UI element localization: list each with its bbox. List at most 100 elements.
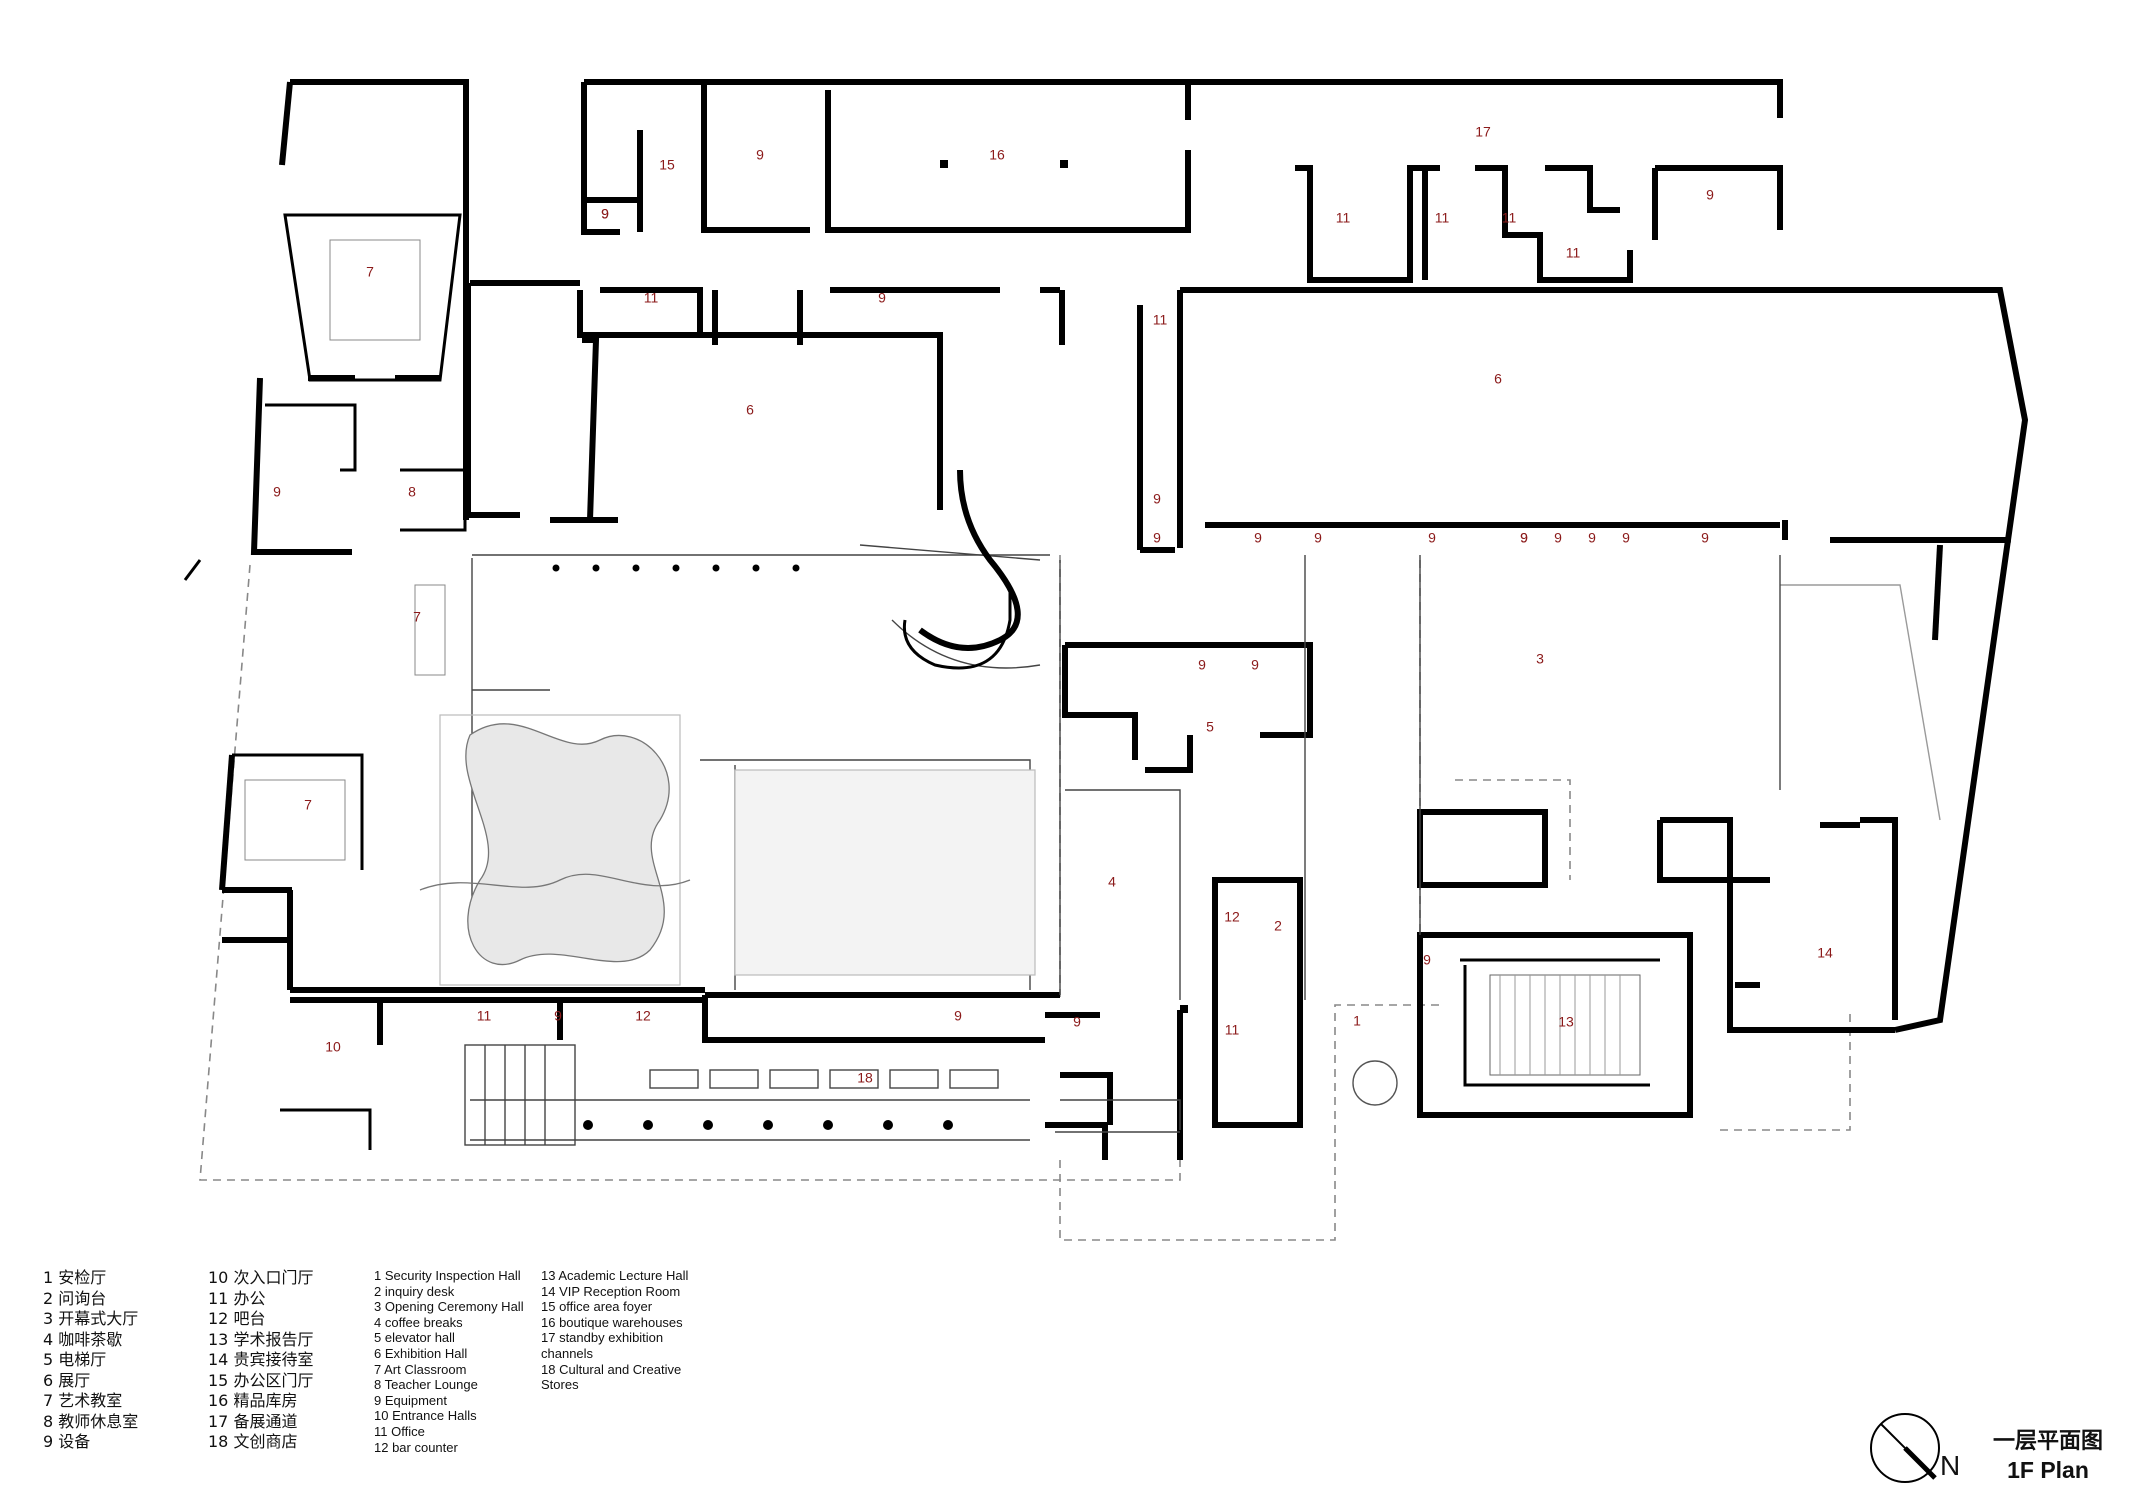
legend-cn-column-1: 1 安检厅 2 问询台 3 开幕式大厅 4 咖啡茶歇 5 电梯厅 6 展厅 7 … bbox=[43, 1268, 138, 1453]
legend-item: 5 elevator hall bbox=[374, 1330, 455, 1346]
legend-item: 16 boutique warehouses bbox=[541, 1314, 683, 1330]
legend-item: 18 Cultural and Creative bbox=[541, 1361, 682, 1377]
legend-item: 3 Opening Ceremony Hall bbox=[374, 1299, 524, 1315]
room-tag: 9 bbox=[878, 290, 886, 306]
room-tag: 9 bbox=[1251, 657, 1259, 673]
room-tag: 9 bbox=[601, 206, 609, 222]
room-tag: 11 bbox=[1153, 312, 1168, 328]
room-tag: 8 bbox=[408, 484, 416, 500]
room-tag: 17 bbox=[1475, 124, 1491, 140]
legend-item: 18 文创商店 bbox=[208, 1432, 298, 1451]
legend-item: 2 inquiry desk bbox=[374, 1283, 455, 1299]
legend-cn-column-2: 10 次入口门厅 11 办公 12 吧台 13 学术报告厅 14 贵宾接待室 1… bbox=[208, 1268, 313, 1453]
room-tag: 9 bbox=[1314, 530, 1322, 546]
room-tag: 9 bbox=[954, 1008, 962, 1024]
classroom-seating bbox=[244, 239, 446, 861]
legend-item: 9 Equipment bbox=[374, 1392, 447, 1408]
site-outline bbox=[199, 555, 1941, 1241]
room-tag: 13 bbox=[1558, 1014, 1574, 1030]
room-tag: 9 bbox=[273, 484, 281, 500]
legend-item: 12 bar counter bbox=[374, 1439, 458, 1455]
legend-item: 14 贵宾接待室 bbox=[208, 1350, 314, 1369]
room-tag: 7 bbox=[366, 264, 374, 280]
room-tag: 11 bbox=[477, 1008, 492, 1024]
room-tag: 6 bbox=[1494, 371, 1502, 387]
legend-item: 8 Teacher Lounge bbox=[374, 1377, 478, 1393]
legend-item: 1 安检厅 bbox=[43, 1268, 107, 1287]
room-tag: 9 bbox=[1520, 530, 1528, 546]
north-arrow-icon bbox=[1870, 1413, 1940, 1483]
room-tag: 11 bbox=[1225, 1022, 1240, 1038]
room-tag: 9 bbox=[1423, 952, 1431, 968]
room-tag: 14 bbox=[1817, 945, 1833, 961]
room-tag: 9 bbox=[1153, 491, 1161, 507]
room-tag: 4 bbox=[1108, 874, 1116, 890]
legend-item: channels bbox=[541, 1345, 594, 1361]
room-tag: 11 bbox=[1502, 210, 1517, 226]
plan-title-en: 1F Plan bbox=[2007, 1457, 2089, 1483]
room-tag: 9 bbox=[1588, 530, 1596, 546]
legend-item: 8 教师休息室 bbox=[43, 1411, 139, 1431]
plan-title-block: 一层平面图 1F Plan bbox=[1993, 1428, 2103, 1484]
lecture-seating bbox=[1489, 974, 1641, 1076]
legend-item: 9 设备 bbox=[43, 1432, 91, 1451]
legend-item: 5 电梯厅 bbox=[43, 1350, 107, 1369]
security-gate bbox=[1352, 1060, 1398, 1106]
room-tag: 7 bbox=[413, 609, 421, 625]
legend-item: 15 办公区门厅 bbox=[208, 1370, 314, 1390]
shop-tables bbox=[649, 1069, 999, 1089]
room-tag: 5 bbox=[1206, 719, 1214, 735]
legend-item: 17 备展通道 bbox=[208, 1411, 298, 1431]
legend-item: 12 吧台 bbox=[208, 1309, 266, 1328]
room-tag: 6 bbox=[746, 402, 754, 418]
room-tag: 11 bbox=[1435, 210, 1450, 226]
legend-item: 15 office area foyer bbox=[541, 1299, 653, 1315]
legend-item: 13 学术报告厅 bbox=[208, 1329, 314, 1349]
room-tag: 9 bbox=[1254, 530, 1262, 546]
room-tag: 16 bbox=[989, 147, 1005, 163]
room-tag: 9 bbox=[1622, 530, 1630, 546]
interior-lines bbox=[470, 469, 1781, 1141]
legend-item: 10 次入口门厅 bbox=[208, 1268, 314, 1287]
columns bbox=[552, 160, 1188, 1130]
legend-item: 10 Entrance Halls bbox=[374, 1408, 477, 1424]
room-tag: 12 bbox=[1224, 909, 1240, 925]
room-tag: 9 bbox=[554, 1008, 562, 1024]
room-tag: 9 bbox=[601, 206, 609, 222]
room-tag: 9 bbox=[756, 147, 764, 163]
walls bbox=[183, 79, 2029, 1160]
legend-item: 4 coffee breaks bbox=[374, 1314, 463, 1330]
legend-item: 13 Academic Lecture Hall bbox=[541, 1268, 689, 1283]
room-tag: 3 bbox=[1536, 651, 1544, 667]
room-tag: 9 bbox=[1520, 530, 1528, 546]
room-tag: 7 bbox=[304, 797, 312, 813]
legend-item: 16 精品库房 bbox=[208, 1391, 298, 1410]
north-label: N bbox=[1940, 1450, 1961, 1481]
plan-title-cn: 一层平面图 bbox=[1993, 1429, 2104, 1454]
room-tag: 11 bbox=[1336, 210, 1351, 226]
legend-item: 6 展厅 bbox=[43, 1370, 91, 1390]
room-tag: 9 bbox=[1706, 187, 1714, 203]
room-tag: 9 bbox=[1701, 530, 1709, 546]
legend-item: 2 问询台 bbox=[43, 1288, 107, 1308]
legend-item: 1 Security Inspection Hall bbox=[374, 1268, 521, 1283]
room-tag: 1 bbox=[1353, 1013, 1361, 1029]
room-tag: 9 bbox=[1073, 1014, 1081, 1030]
legend-item: 7 艺术教室 bbox=[43, 1391, 123, 1410]
legend-item: Stores bbox=[541, 1377, 579, 1393]
room-tag: 18 bbox=[857, 1070, 873, 1086]
legend-item: 6 Exhibition Hall bbox=[374, 1345, 468, 1361]
room-tag: 9 bbox=[1554, 530, 1562, 546]
room-tag: 2 bbox=[1274, 918, 1282, 934]
room-tag: 15 bbox=[659, 157, 675, 173]
courtyard bbox=[419, 714, 1036, 986]
legend-item: 7 Art Classroom bbox=[374, 1361, 467, 1377]
legend-en-column-2: 13 Academic Lecture Hall 14 VIP Receptio… bbox=[541, 1268, 706, 1393]
legend-item: 14 VIP Reception Room bbox=[541, 1283, 681, 1299]
room-tag: 11 bbox=[644, 290, 659, 306]
room-tag: 9 bbox=[1428, 530, 1436, 546]
room-tag: 10 bbox=[325, 1039, 341, 1055]
legend-item: 4 咖啡茶歇 bbox=[43, 1329, 123, 1349]
legend-item: 3 开幕式大厅 bbox=[43, 1309, 139, 1328]
